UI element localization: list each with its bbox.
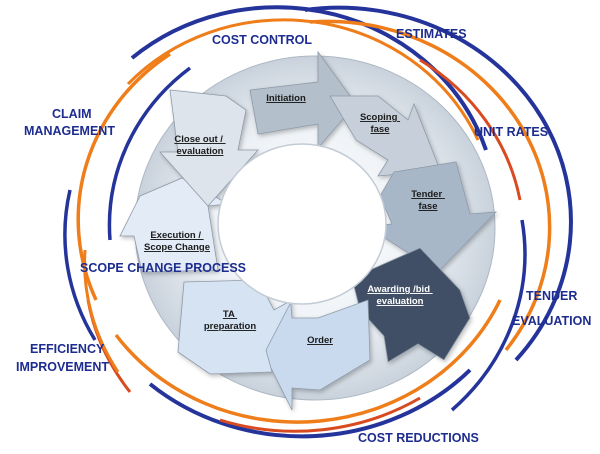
- ring-arc-blue-right: [304, 5, 573, 362]
- arrow-initiation: [249, 50, 357, 150]
- label-tender: TENDER: [526, 289, 577, 303]
- ring-arc-red-bottom: [219, 396, 421, 433]
- ring-arc-blue-left: [107, 66, 192, 241]
- ring-arc-orange-bottom: [114, 299, 502, 424]
- step-label-scoping-line-2: fase: [370, 124, 389, 135]
- ring-arc-blue-bottom: [148, 368, 472, 439]
- ring-arc-orange-right: [309, 19, 552, 352]
- step-label-closeout: Close out / evaluation: [174, 134, 225, 157]
- arrow-order: [261, 292, 371, 411]
- step-label-tender: Tender fase: [411, 189, 445, 212]
- step-label-scoping-line-1: Scoping: [360, 112, 398, 123]
- step-label-tender-line-2: fase: [418, 201, 437, 212]
- step-label-ta-line-1: TA: [223, 309, 235, 320]
- step-label-initiation: Initiation: [266, 93, 306, 104]
- ring-arc-blue-outer-right: [450, 219, 527, 412]
- step-label-closeout-line-1: Close out /: [174, 134, 223, 145]
- step-label-initiation-line-1: Initiation: [266, 93, 306, 104]
- step-label-order: Order: [307, 335, 333, 346]
- ring-arc-blue-far-left: [63, 189, 97, 341]
- label-estimates: ESTIMATES: [396, 27, 467, 41]
- outer-labels: COST CONTROL ESTIMATES UNIT RATES TENDER…: [16, 27, 591, 445]
- label-cost-control: COST CONTROL: [212, 33, 312, 47]
- label-efficiency: EFFICIENCY: [30, 342, 105, 356]
- step-label-scoping: Scoping fase: [360, 112, 400, 135]
- step-label-awarding-line-1: Awarding /bid: [367, 284, 430, 295]
- cycle-arrows: [119, 50, 498, 411]
- label-claim: CLAIM: [52, 107, 92, 121]
- arrow-awarding: [351, 247, 471, 363]
- label-management: MANAGEMENT: [24, 124, 115, 138]
- label-evaluation: EVALUATION: [512, 314, 591, 328]
- step-label-ta-line-2: preparation: [204, 321, 256, 332]
- outer-rings: [63, 5, 573, 439]
- step-labels: Initiation Scoping fase Tender fase Awar…: [144, 93, 445, 346]
- label-improvement: IMPROVEMENT: [16, 360, 109, 374]
- step-label-execution-line-1: Execution /: [150, 230, 201, 241]
- step-label-awarding: Awarding /bid evaluation: [367, 284, 432, 307]
- step-label-order-line-1: Order: [307, 335, 333, 346]
- label-unit-rates: UNIT RATES: [474, 125, 548, 139]
- step-label-tender-line-1: Tender: [411, 189, 442, 200]
- cycle-hub: [217, 143, 387, 305]
- step-label-execution-line-2: Scope Change: [144, 242, 210, 253]
- label-scope-change-process: SCOPE CHANGE PROCESS: [80, 261, 246, 275]
- step-label-awarding-line-2: evaluation: [377, 296, 424, 307]
- ring-arc-red-right: [419, 58, 522, 201]
- step-label-ta: TA preparation: [204, 309, 256, 332]
- ring-arc-blue-top: [130, 5, 488, 151]
- ring-arc-orange-far-left: [83, 249, 120, 373]
- step-label-execution: Execution / Scope Change: [144, 230, 210, 253]
- step-label-closeout-line-2: evaluation: [177, 146, 224, 157]
- label-cost-reductions: COST REDUCTIONS: [358, 431, 479, 445]
